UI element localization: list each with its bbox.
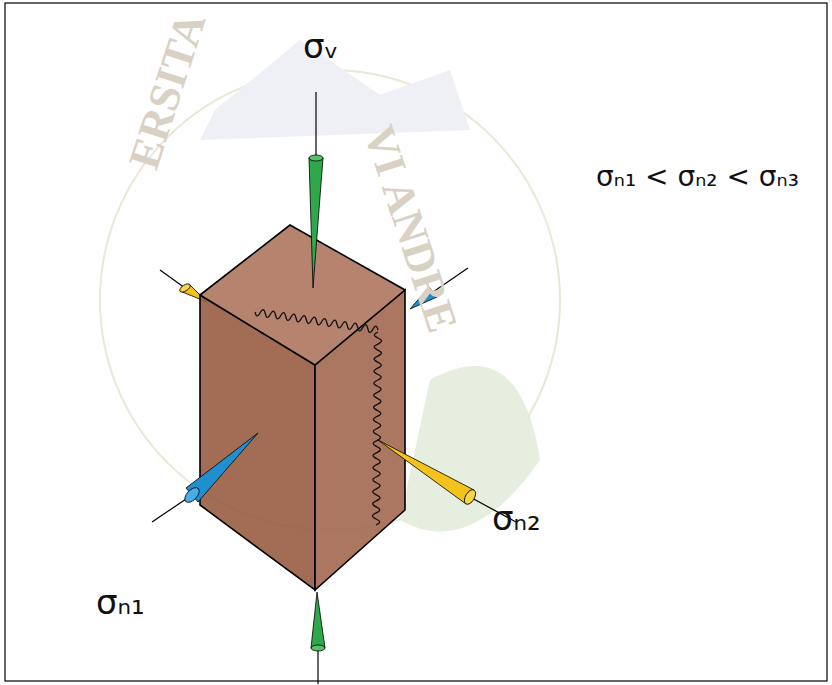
stress-arrow — [311, 592, 325, 648]
fracture-line — [372, 332, 381, 525]
watermark: ERSITA — [120, 7, 216, 175]
axis-line — [317, 648, 318, 684]
stress-arrow-base — [309, 155, 323, 161]
stress-label: σₙ₂ — [492, 500, 541, 537]
stress-inequality: σₙ₁ < σₙ₂ < σₙ₃ — [596, 162, 799, 193]
stress-arrow — [378, 440, 474, 504]
stress-arrow-base — [462, 488, 478, 506]
axis-line — [315, 92, 316, 158]
frame — [5, 3, 827, 681]
stress-label: σₙ₁ — [96, 584, 145, 621]
stress-arrow-base — [311, 645, 325, 651]
block-top-face — [200, 225, 405, 365]
fracture-line — [255, 310, 378, 333]
stress-arrow-base — [182, 485, 202, 505]
stress-label: σᵥ — [303, 28, 339, 65]
axis-line — [160, 270, 185, 288]
stress-arrow — [309, 158, 323, 288]
fracture-line — [255, 310, 382, 525]
stress-arrow-base — [178, 282, 191, 294]
